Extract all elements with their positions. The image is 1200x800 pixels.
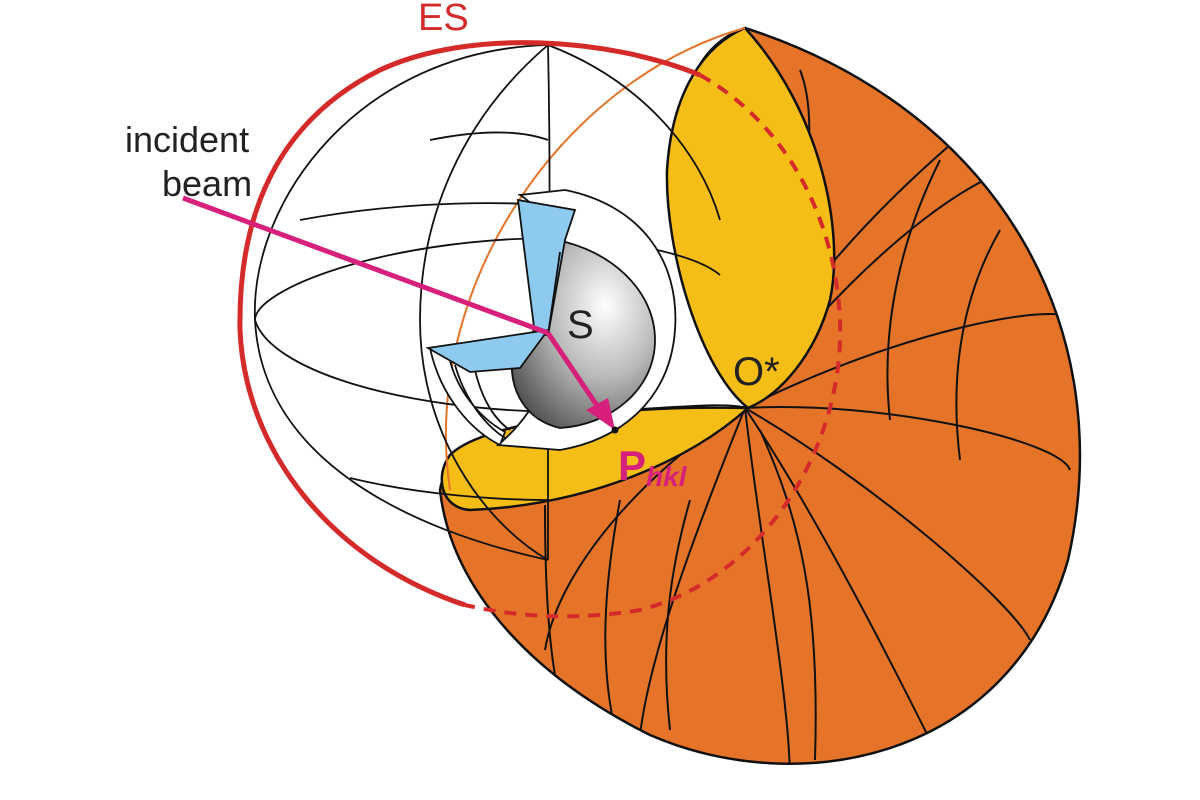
origin-label: O* (733, 350, 780, 394)
incident-beam-label-line2: beam (162, 163, 252, 204)
point-hkl-main: P (618, 442, 646, 489)
scattered-beam (545, 331, 603, 412)
point-hkl-label: Phkl (618, 442, 688, 492)
sample-label: S (567, 303, 594, 347)
limiting-sphere-segments (544, 69, 1080, 764)
crystal-sample (425, 189, 677, 451)
scattered-beam-arrowhead (586, 398, 615, 430)
incident-beam (182, 195, 619, 434)
point-hkl-dot (611, 426, 619, 434)
incident-beam-label-line1: incident (125, 119, 249, 160)
point-hkl-subscript: hkl (646, 461, 688, 492)
crystal-face-upper (516, 198, 577, 336)
ewald-sphere (237, 40, 843, 619)
ewald-sphere-label: ES (418, 0, 469, 39)
crystal-face-lower (425, 328, 551, 373)
